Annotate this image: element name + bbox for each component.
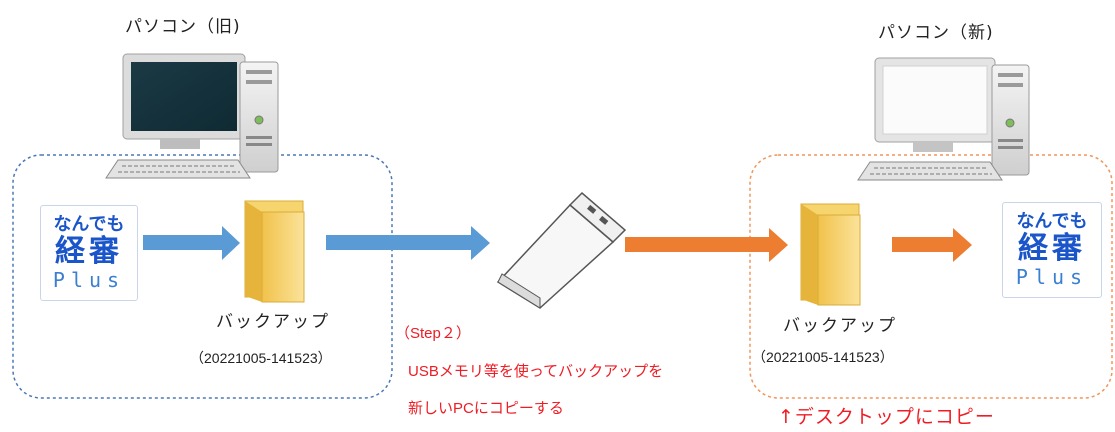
logo-line2: 経審	[1018, 231, 1086, 266]
nandemo-keishin-plus-logo-left: なんでも 経審 Plus	[40, 205, 138, 301]
logo-line1: なんでも	[53, 214, 125, 235]
new-pc-title: パソコン（新)	[878, 23, 994, 43]
logo-line1: なんでも	[1016, 211, 1088, 232]
right-folder-icon	[800, 203, 861, 306]
new-computer-icon	[857, 57, 1030, 181]
new-pc-region	[749, 154, 1113, 399]
arrow-folder-to-usb	[326, 226, 490, 260]
desktop-copy-note: ↑デスクトップにコピー	[778, 406, 995, 428]
arrow-folder-to-logo	[892, 228, 972, 262]
logo-line3: Plus	[52, 268, 126, 292]
left-folder-icon	[244, 200, 305, 303]
left-backup-label: バックアップ	[216, 312, 330, 332]
arrow-usb-to-folder	[625, 228, 788, 262]
arrow-logo-to-folder	[143, 226, 240, 260]
usb-drive-icon	[496, 191, 627, 309]
right-backup-label: バックアップ	[783, 316, 897, 336]
logo-line3: Plus	[1015, 265, 1089, 289]
logo-line2: 経審	[55, 234, 123, 269]
step-description-line2: 新しいPCにコピーする	[408, 400, 564, 417]
old-pc-title: パソコン（旧)	[125, 17, 241, 37]
old-pc-region	[12, 154, 393, 399]
left-backup-timestamp: （20221005-141523）	[190, 350, 332, 366]
nandemo-keishin-plus-logo-right: なんでも 経審 Plus	[1002, 202, 1102, 298]
step-description-line1: USBメモリ等を使ってバックアップを	[408, 363, 664, 380]
step-title: （Step２）	[395, 325, 471, 342]
old-computer-icon	[105, 53, 279, 179]
right-backup-timestamp: （20221005-141523）	[752, 349, 894, 365]
